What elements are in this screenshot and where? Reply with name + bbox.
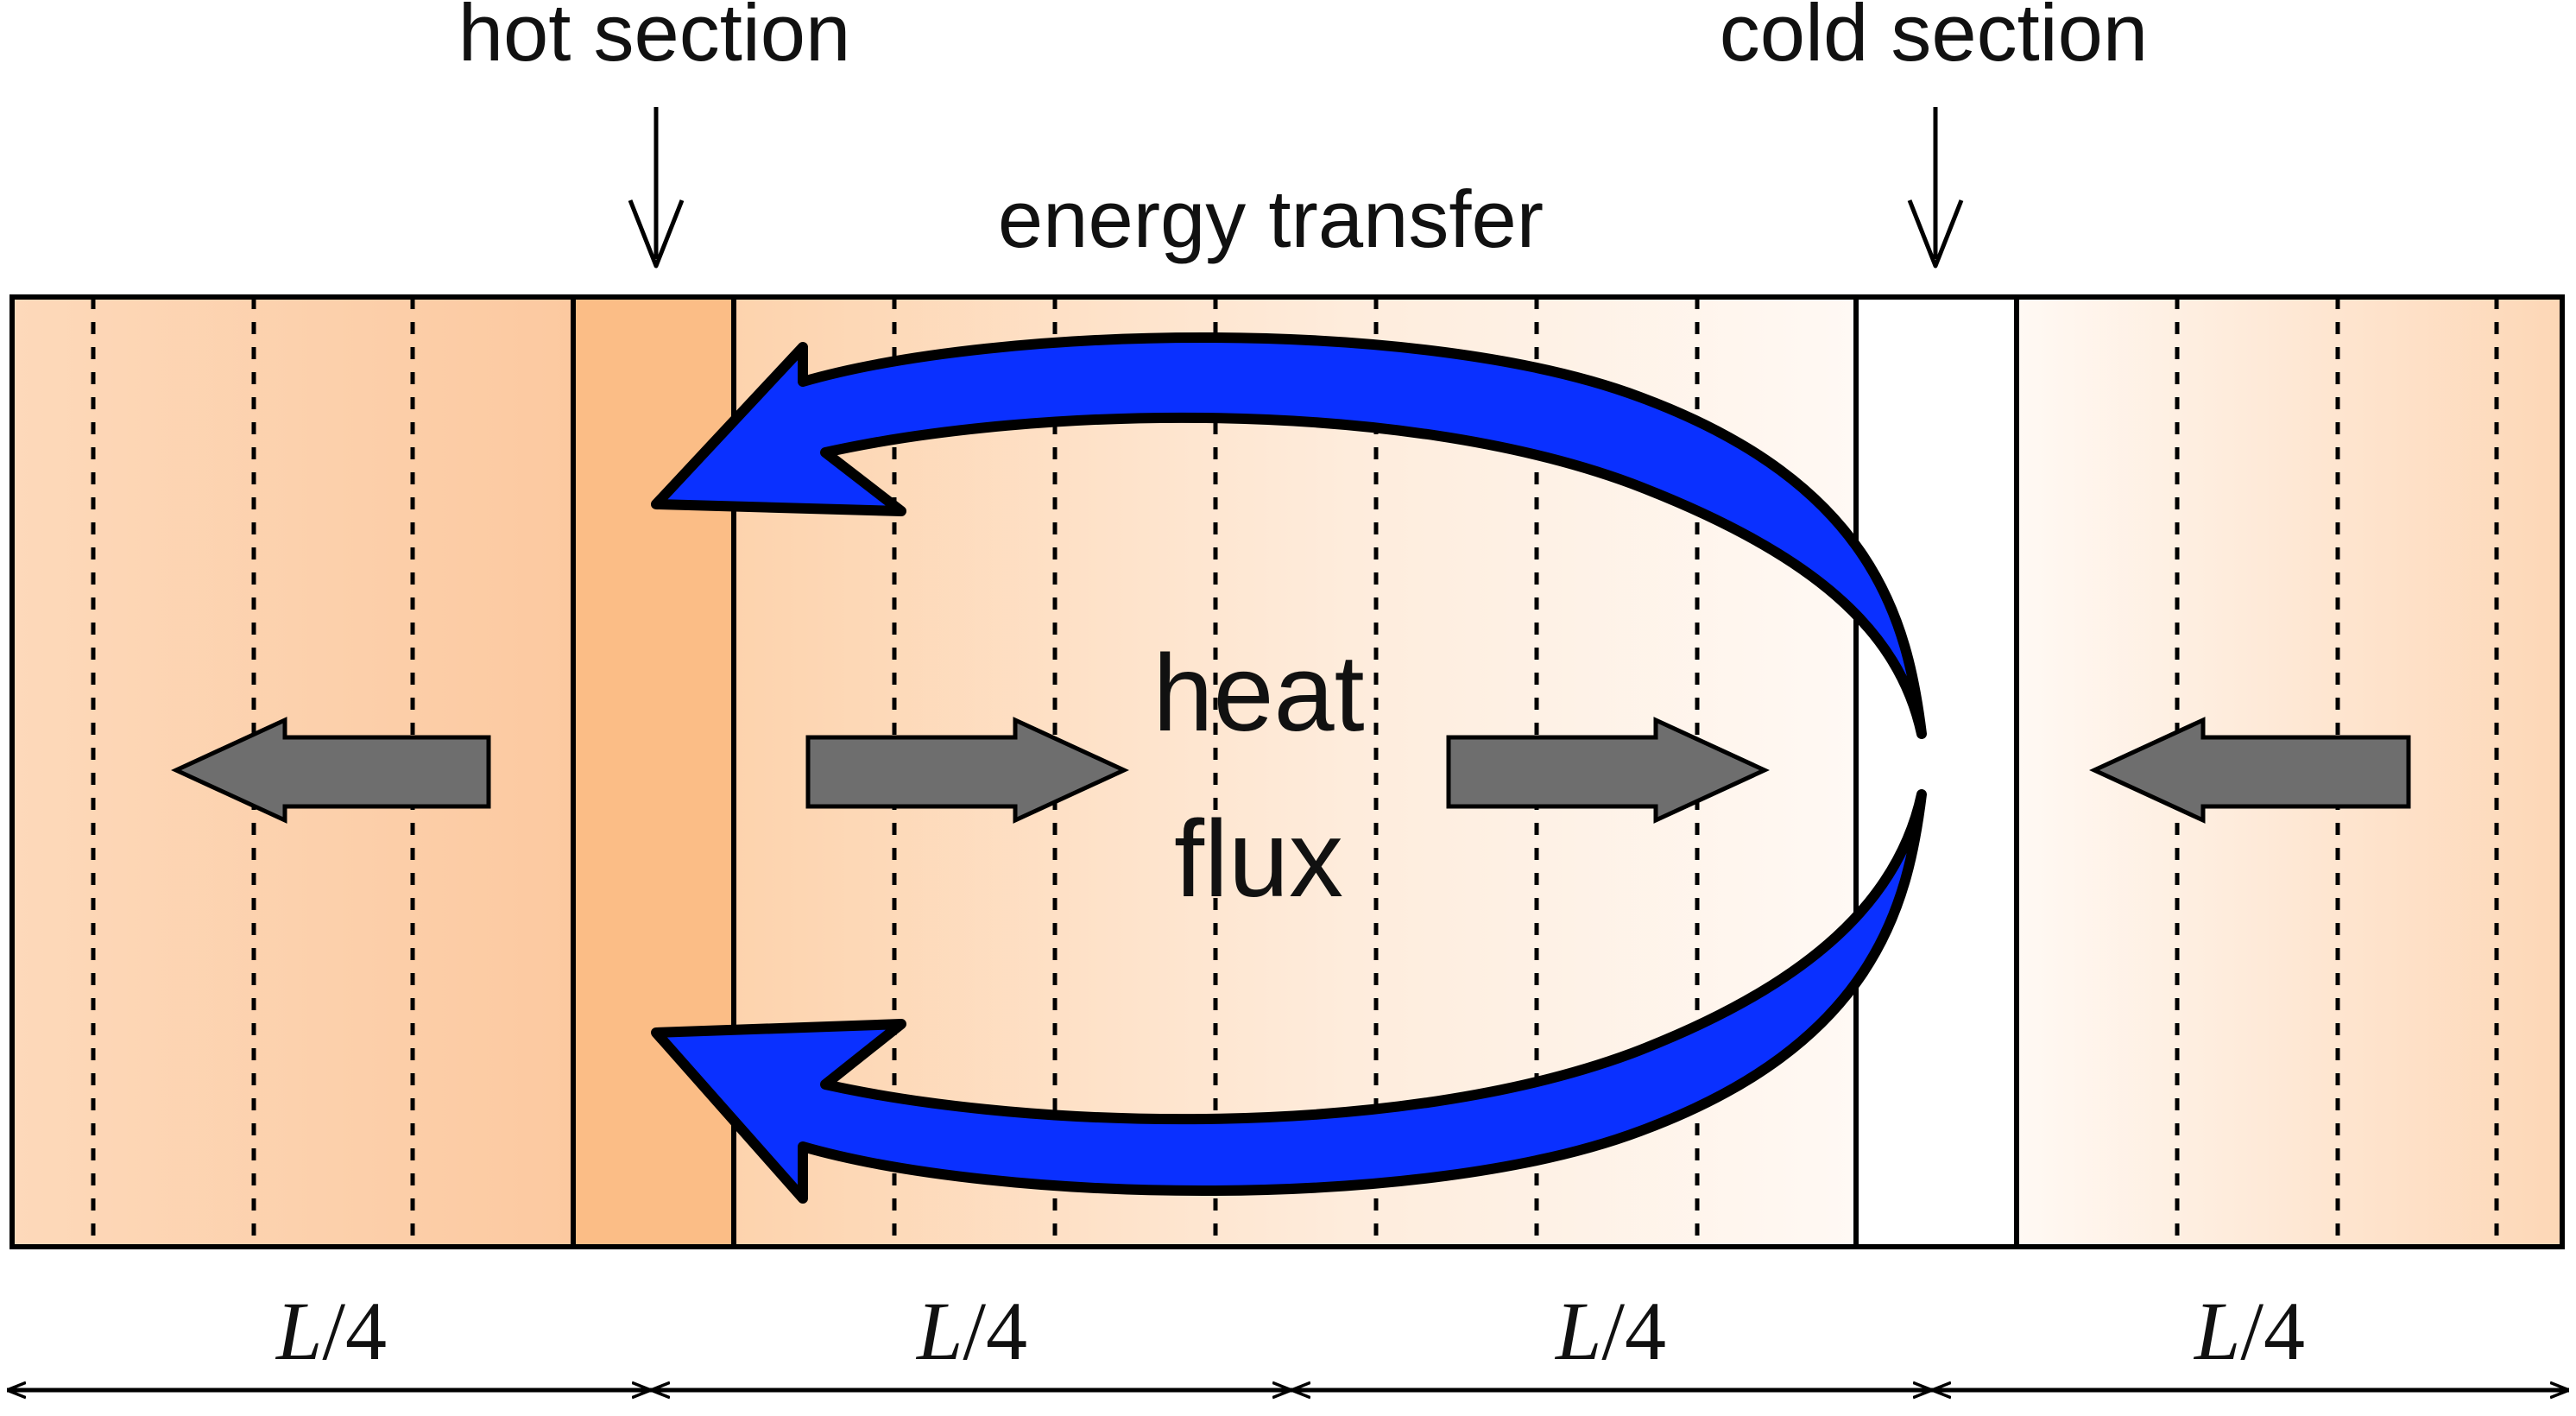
energy-transfer-label: energy transfer bbox=[998, 174, 1544, 264]
cold-pointer-head-icon bbox=[1907, 199, 1964, 269]
dimension-label: L/4 bbox=[2193, 1285, 2305, 1377]
section-pointers bbox=[628, 107, 1964, 269]
flux-arrow-right-icon bbox=[805, 717, 1129, 824]
energy-arrow-upper-icon bbox=[651, 332, 1927, 739]
heat-flux-label-line1: heat bbox=[1152, 632, 1364, 754]
energy-arrow-lower-icon bbox=[651, 789, 1927, 1204]
hot-pointer-head-icon bbox=[628, 199, 685, 269]
flux-arrow-left-icon bbox=[2089, 717, 2411, 824]
cold-section-cell bbox=[1853, 294, 2019, 1249]
domain-border bbox=[9, 294, 2565, 1249]
dimension-label: L/4 bbox=[1554, 1285, 1666, 1377]
hot-section-label: hot section bbox=[458, 0, 851, 78]
flux-arrow-left-icon bbox=[171, 717, 491, 824]
flux-arrow-right-icon bbox=[1446, 717, 1770, 824]
dimension-label: L/4 bbox=[915, 1285, 1027, 1377]
dimension-label: L/4 bbox=[275, 1285, 387, 1377]
energy-transfer-arrows bbox=[651, 332, 1927, 1204]
heat-flux-label-line2: flux bbox=[1174, 798, 1343, 920]
cold-section-label: cold section bbox=[1720, 0, 2148, 78]
heat-flux-arrows bbox=[171, 717, 2411, 824]
